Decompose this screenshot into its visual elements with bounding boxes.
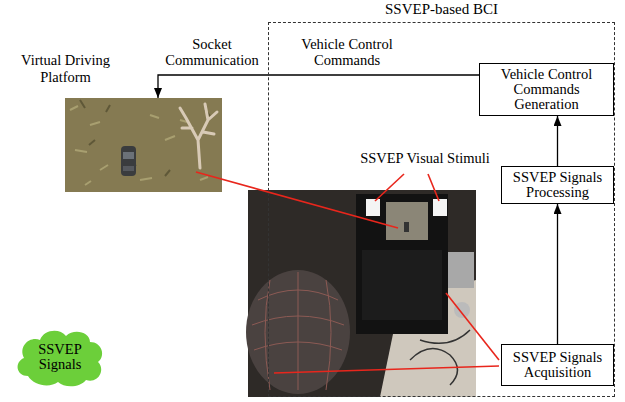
connector-arrow xyxy=(557,204,558,344)
platform-view: Virtual Driving Platform xyxy=(65,98,222,192)
experiment-photo xyxy=(454,302,470,318)
leader-line xyxy=(274,366,499,373)
process-box: Vehicle Control Commands Generation xyxy=(479,63,614,116)
signal-cloud: SSVEP Signals xyxy=(14,326,106,388)
driving-scene xyxy=(123,166,134,171)
callout-label: SSVEP Visual Stimuli xyxy=(360,150,490,166)
link-label: Socket Communication xyxy=(160,36,264,68)
driving-scene xyxy=(65,98,222,192)
experiment-photo xyxy=(404,222,409,232)
system-boundary: SSVEP-based BCIVehicle Control Commands … xyxy=(268,22,615,397)
leader-line xyxy=(196,172,398,228)
connector-arrow xyxy=(557,116,558,166)
experiment-photo xyxy=(246,270,350,394)
experiment-photo xyxy=(386,202,428,240)
box-label: SSVEP Signals Acquisition xyxy=(508,350,608,380)
edge-label: Vehicle Control Commands xyxy=(292,36,402,68)
connector-arrow xyxy=(158,75,479,98)
leader-line xyxy=(375,174,404,201)
experiment-photo xyxy=(246,190,476,397)
experiment-photo xyxy=(356,194,448,334)
driving-scene xyxy=(123,152,134,159)
experiment-photo xyxy=(362,250,442,320)
driving-scene xyxy=(121,146,136,176)
cloud-label: SSVEP Signals xyxy=(29,342,91,372)
box-label: SSVEP Signals Processing xyxy=(508,170,608,200)
cloud-shape xyxy=(18,331,103,387)
box-label: Vehicle Control Commands Generation xyxy=(491,67,603,112)
experiment-photo xyxy=(366,199,380,216)
process-box: SSVEP Signals Processing xyxy=(501,166,614,204)
experiment-photo xyxy=(433,199,447,216)
leader-line xyxy=(428,174,439,201)
platform-title: Virtual Driving Platform xyxy=(3,52,128,86)
driving-scene xyxy=(80,100,210,176)
driving-scene xyxy=(180,104,217,168)
process-box: SSVEP Signals Acquisition xyxy=(501,344,614,386)
experiment-photo xyxy=(410,330,470,385)
leader-line xyxy=(446,293,499,360)
region-title: SSVEP-based BCI xyxy=(269,2,614,17)
driving-scene xyxy=(65,98,222,192)
experiment-photo xyxy=(448,252,474,288)
leader-line xyxy=(196,172,499,373)
